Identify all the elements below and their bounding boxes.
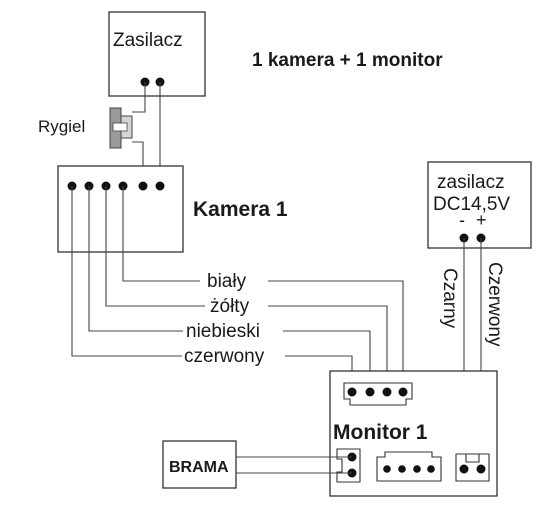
monitor-signal-pin-1 [347,387,357,397]
monitor-aux-pin-3 [413,465,421,473]
wire-label-czerwony: czerwony [184,346,265,367]
diagram-title: 1 kamera + 1 monitor [252,50,443,71]
kamera-label: Kamera 1 [193,198,288,221]
monitor-signal-pin-4 [398,387,408,397]
monitor-power-pin-minus [459,464,469,474]
wire-label-czerwony-power: Czerwony [484,262,505,347]
monitor-aux-pin-4 [427,465,435,473]
kamera-terminal-6 [155,181,165,191]
wire-zolty [105,186,388,392]
zasilacz-label: Zasilacz [113,30,183,51]
wire-label-bialy: biały [207,271,247,292]
brama-box [162,440,237,489]
zasilacz-dc-plus: + [476,210,487,230]
zasilacz-dc-voltage: DC14,5V [433,194,510,215]
monitor-signal-connector [343,382,413,406]
monitor-aux-connector [376,451,442,482]
monitor-label: Monitor 1 [333,421,428,444]
monitor-aux-pin-2 [398,465,406,473]
monitor-aux-pin-1 [383,465,391,473]
kamera-box [57,165,184,253]
wire-label-niebieski: niebieski [186,321,260,342]
zasilacz-dc-label: zasilacz [437,172,505,193]
kamera-terminal-5 [138,181,148,191]
monitor-power-connector [455,453,490,482]
zasilacz-dc-box [427,161,532,249]
monitor-signal-pin-2 [365,387,375,397]
brama-label: BRAMA [169,459,229,476]
wire-label-czarny: Czarny [439,268,460,329]
monitor-power-pin-plus [476,464,486,474]
rygiel-lock-icon [109,107,133,149]
wire-label-zolty: żółty [210,296,250,317]
zasilacz-dc-minus: - [459,210,465,230]
rygiel-label: Rygiel [38,117,85,136]
monitor-signal-pin-3 [382,387,392,397]
wire-zasilacz-rygiel [132,82,146,113]
wire-bialy [122,186,404,392]
